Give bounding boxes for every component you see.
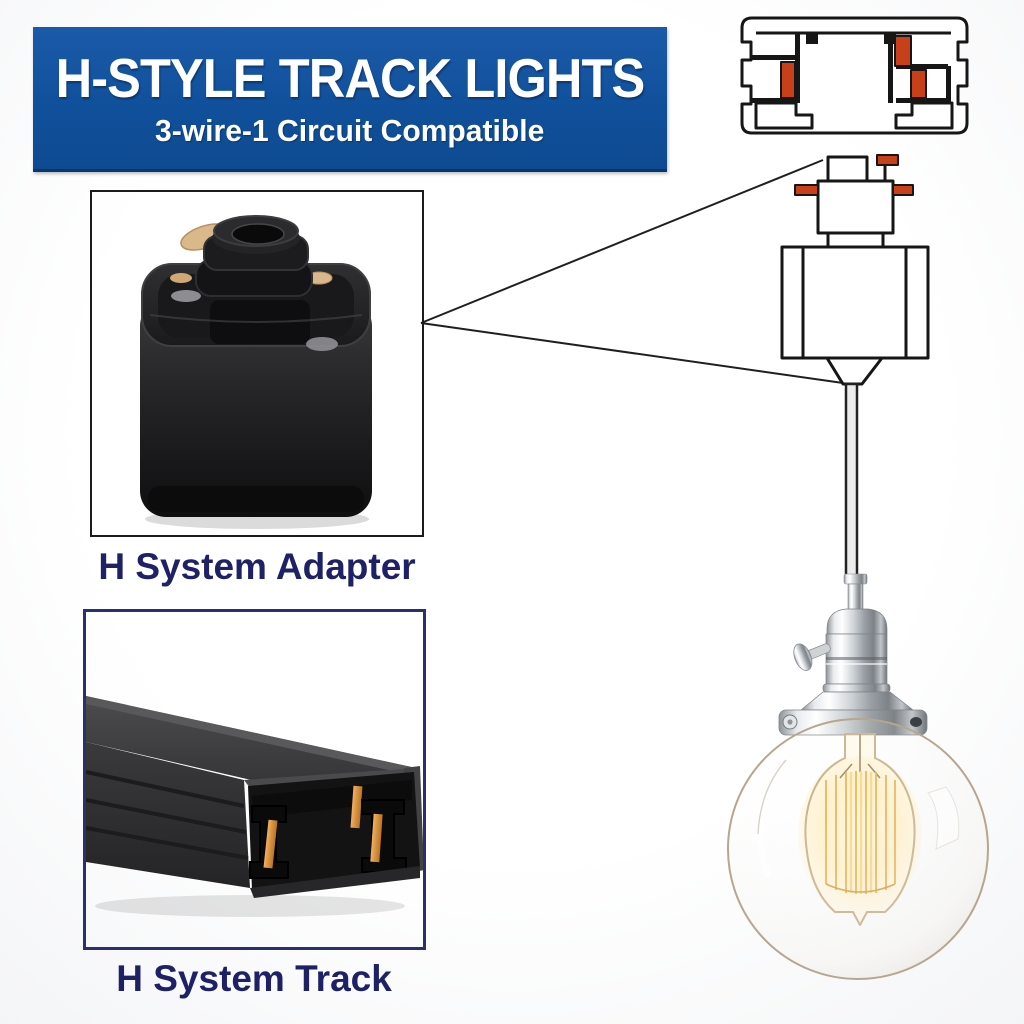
adapter-diagram-contacts	[794, 154, 914, 196]
adapter-brass-screw	[170, 273, 192, 283]
pendant-socket	[793, 573, 915, 711]
adapter-metal-clip	[171, 290, 201, 302]
pendant-globe	[727, 718, 989, 980]
h-system-adapter-photo	[140, 215, 372, 529]
adapter-socket-hole	[231, 223, 285, 245]
adapter-wiring-diagram	[780, 154, 930, 386]
track-photo-frame	[83, 609, 426, 950]
glass-highlight	[757, 793, 772, 879]
banner-title: H-STYLE TRACK LIGHTS	[55, 46, 646, 109]
collar-hole	[910, 717, 922, 727]
track-diagram-contacts	[780, 35, 927, 99]
h-system-track-photo	[86, 696, 423, 917]
adapter-photo-frame	[90, 190, 424, 537]
adapter-caption: H System Adapter	[98, 546, 416, 587]
track-caption: H System Track	[116, 958, 392, 999]
pendant-switch-knob	[793, 643, 831, 671]
track-cross-section-diagram	[740, 16, 969, 135]
callout-lines	[420, 159, 844, 384]
track-conductor-left	[249, 805, 289, 879]
globe-glass	[727, 718, 989, 980]
banner-subtitle: 3-wire-1 Circuit Compatible	[155, 113, 545, 149]
pendant-cord	[844, 382, 859, 582]
title-banner: H-STYLE TRACK LIGHTS 3-wire-1 Circuit Co…	[33, 27, 667, 172]
adapter-metal-clip	[306, 337, 338, 351]
track-conductor-right	[350, 785, 407, 873]
